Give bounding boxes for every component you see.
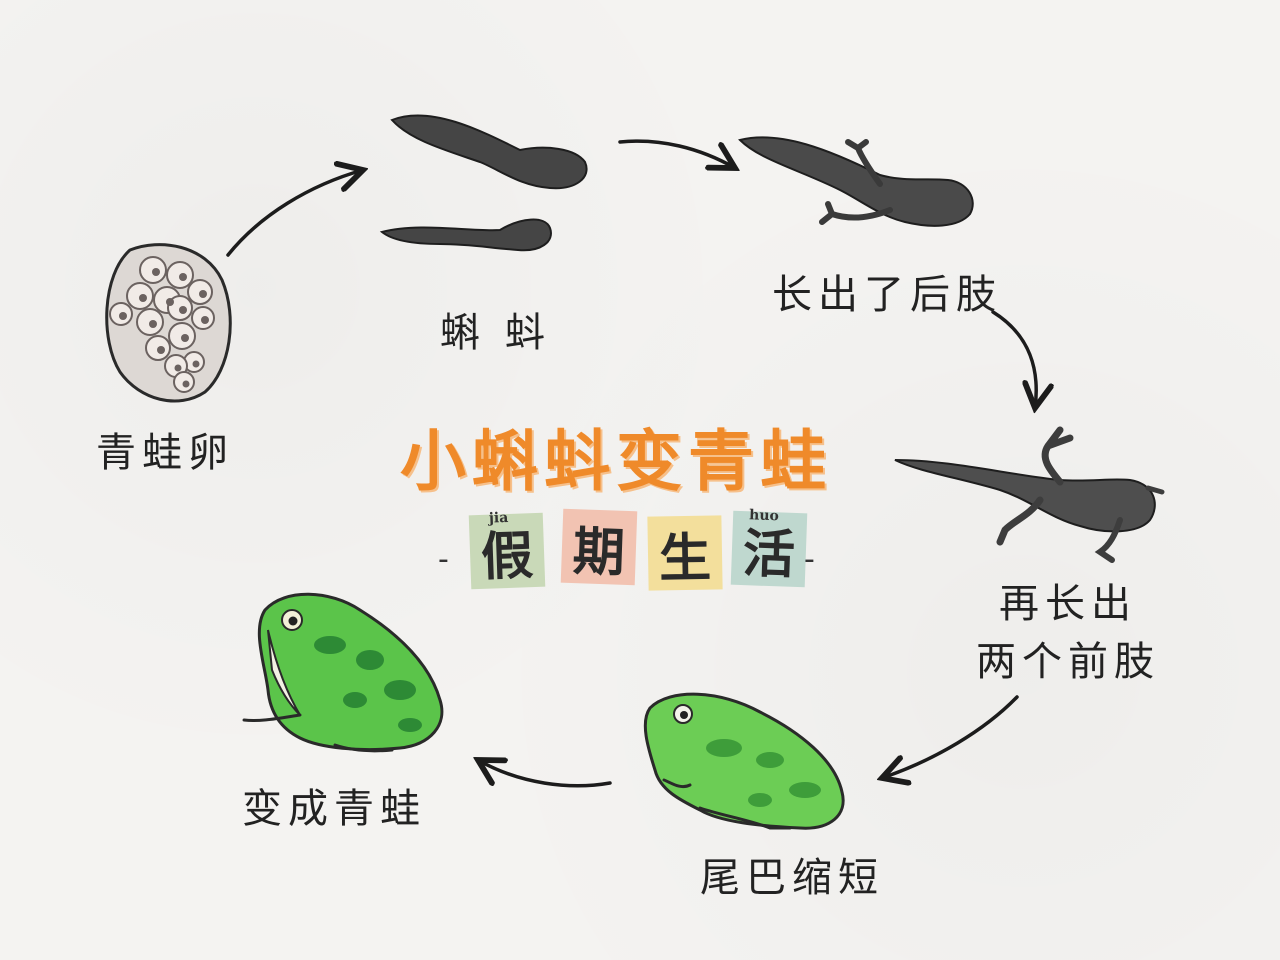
arrow-tadpole-to-hindlegs xyxy=(618,139,735,168)
arrow-eggs-to-tadpole xyxy=(226,170,363,257)
subtitle-tile-2: 期 xyxy=(560,508,638,586)
arrow-frontlegs-to-tail xyxy=(882,695,1019,778)
subtitle-right-dash: - xyxy=(804,542,815,577)
subtitle-tile-3: 生 xyxy=(647,515,723,591)
subtitle-tile-4: huo 活 xyxy=(730,507,808,588)
subtitle-tile-3-char: 生 xyxy=(658,528,712,589)
label-frog: 变成青蛙 xyxy=(242,786,426,832)
label-eggs: 青蛙卵 xyxy=(96,430,234,476)
label-front-legs-line2: 两个前肢 xyxy=(976,639,1160,685)
main-title: 小蝌蚪变青蛙 xyxy=(400,423,832,500)
arrow-tail-to-frog xyxy=(478,760,612,788)
label-front-legs: 再长出 两个前肢 xyxy=(968,575,1168,691)
arrow-hindlegs-to-frontlegs xyxy=(991,310,1036,408)
label-front-legs-line1: 再长出 xyxy=(999,581,1137,627)
label-tail-shrink: 尾巴缩短 xyxy=(700,855,884,901)
subtitle-tile-4-pinyin: huo xyxy=(748,507,780,525)
subtitle-row: - jia 假 期 生 huo 活 - xyxy=(438,506,818,602)
label-hind-legs: 长出了后肢 xyxy=(772,272,1002,318)
tadpoles-illustration xyxy=(379,114,588,252)
adult-frog-illustration xyxy=(242,592,444,753)
tadpole-hind-legs-illustration xyxy=(738,136,974,227)
subtitle-tile-1-pinyin: jia xyxy=(488,509,509,527)
tadpole-four-legs-illustration xyxy=(894,426,1165,563)
frog-eggs-illustration xyxy=(105,243,232,403)
subtitle-left-dash: - xyxy=(438,542,449,577)
subtitle-tile-2-char: 期 xyxy=(571,521,626,584)
label-tadpole: 蝌 蚪 xyxy=(440,310,551,356)
young-frog-illustration xyxy=(643,692,845,830)
subtitle-tile-1: jia 假 xyxy=(468,509,546,590)
